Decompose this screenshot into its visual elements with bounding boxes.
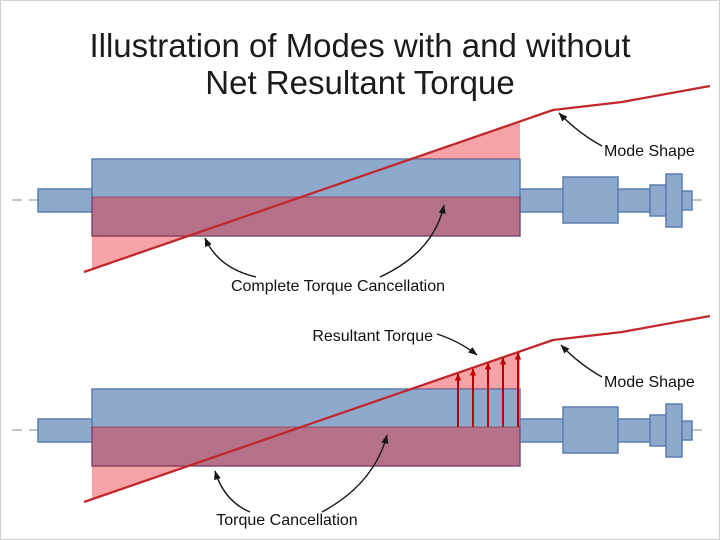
mode-shape-arrow — [558, 112, 603, 147]
cancellation-arrow-left — [214, 470, 251, 513]
shaft-stub-left — [37, 418, 93, 443]
coupling-block — [562, 406, 619, 454]
shaft-segment-right-1 — [519, 418, 564, 443]
mode-shape-line — [83, 314, 711, 504]
cancellation-arrow-right — [321, 434, 389, 513]
cancellation-arrow-right — [379, 204, 446, 278]
torque-cancellation-label: Complete Torque Cancellation — [231, 278, 445, 295]
torque-stripe — [91, 196, 521, 237]
shaft-segment-right-2 — [617, 418, 651, 443]
shaft-stub-left — [37, 188, 93, 213]
page-title-line-1: Illustration of Modes with and without — [89, 27, 630, 64]
diagram-bottom: Resultant Torque Mode Shape Torque Cance… — [12, 314, 711, 529]
resultant-torque-arrow — [436, 333, 478, 356]
mode-shape-label: Mode Shape — [604, 374, 695, 391]
mode-shape-label: Mode Shape — [604, 143, 695, 160]
end-nub — [681, 190, 693, 211]
page-title-line-2: Net Resultant Torque — [205, 64, 514, 101]
resultant-torque-arrows — [454, 353, 522, 427]
diagram-top: Mode Shape Complete Torque Cancellation — [12, 84, 711, 295]
shaft-segment-right-2 — [617, 188, 651, 213]
mode-shape-line — [83, 84, 711, 274]
torque-cancellation-label: Torque Cancellation — [216, 512, 357, 529]
end-cap — [665, 173, 683, 228]
coupling-block — [562, 176, 619, 224]
end-nub — [681, 420, 693, 441]
mode-shape-arrow — [560, 344, 603, 378]
shaft-segment-right-1 — [519, 188, 564, 213]
end-cap — [665, 403, 683, 458]
torque-stripe — [91, 426, 521, 467]
flange-connector — [649, 184, 667, 217]
cancellation-arrow-left — [204, 237, 257, 278]
resultant-torque-label: Resultant Torque — [312, 328, 433, 345]
flange-connector — [649, 414, 667, 447]
